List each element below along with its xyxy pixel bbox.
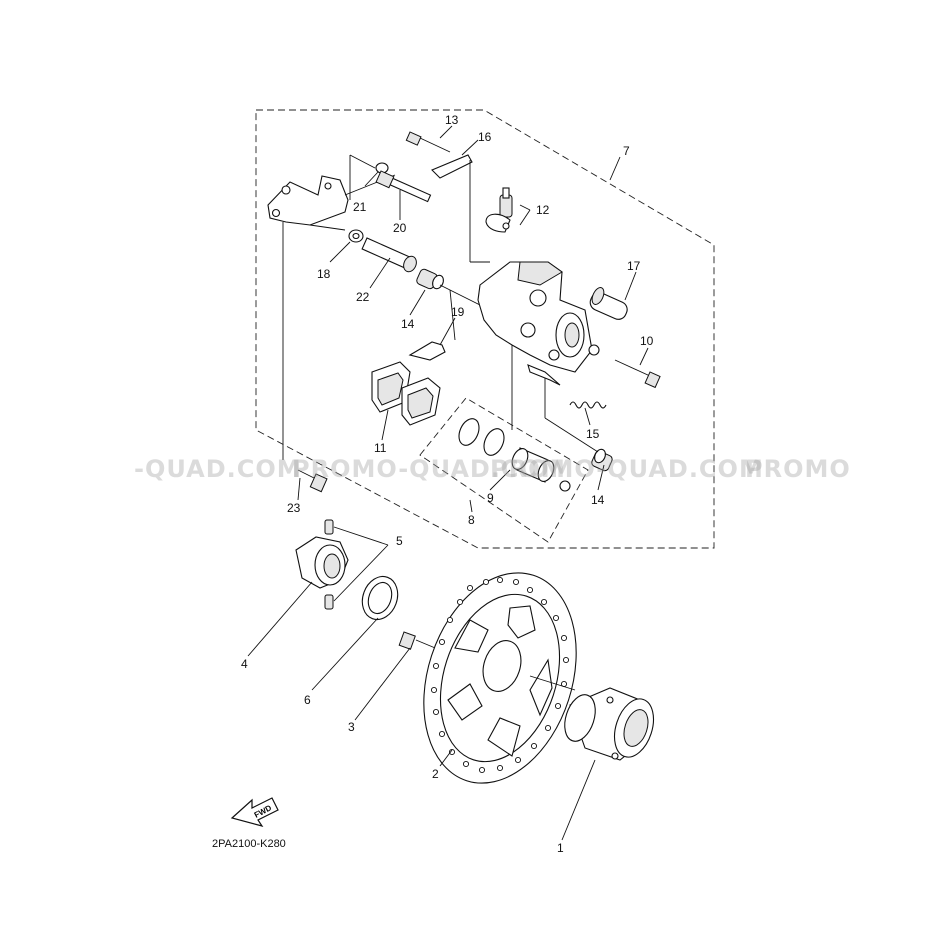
seal-kit-boundary xyxy=(419,397,589,543)
label-part-2: 2 xyxy=(432,767,439,781)
bleed-screw-12 xyxy=(485,187,513,233)
label-part-8: 8 xyxy=(468,513,475,527)
label-part-4: 4 xyxy=(241,657,248,671)
bolt-13 xyxy=(405,131,451,153)
watermark-segment: PROMO-QUAD.COM xyxy=(292,455,566,483)
label-part-7: 7 xyxy=(623,144,630,158)
label-part-15: 15 xyxy=(586,427,600,441)
label-part-22: 22 xyxy=(356,290,370,304)
label-part-9: 9 xyxy=(487,491,494,505)
label-part-3: 3 xyxy=(348,720,355,734)
brake-pads-11 xyxy=(371,361,441,426)
label-part-17: 17 xyxy=(627,259,641,273)
label-part-11: 11 xyxy=(374,441,387,455)
label-part-20: 20 xyxy=(393,221,407,235)
label-part-10: 10 xyxy=(640,334,654,348)
label-part-16: 16 xyxy=(478,130,492,144)
pad-spring-19 xyxy=(408,341,446,361)
fwd-arrow-icon xyxy=(230,797,279,827)
watermark-segment: -QUAD.COM xyxy=(134,455,302,483)
label-part-18: 18 xyxy=(317,267,331,281)
bolt-23 xyxy=(297,469,328,493)
label-part-14: 14 xyxy=(401,317,415,331)
assembly-boundary xyxy=(255,109,715,549)
label-part-6: 6 xyxy=(304,693,311,707)
watermark-segment: PROMO-QUAD.COM xyxy=(490,455,764,483)
hub-1 xyxy=(564,687,655,761)
brake-disc-2 xyxy=(423,572,577,784)
spring-15 xyxy=(569,401,607,409)
boot-14-upper xyxy=(416,268,444,290)
caliper-bracket xyxy=(267,175,349,226)
boot-14-lower xyxy=(511,345,613,472)
pin-20 xyxy=(375,170,432,203)
slide-pin-22 xyxy=(361,237,417,273)
seal-ring-6 xyxy=(361,575,399,621)
bolt-3 xyxy=(398,631,441,651)
piston-seals-9 xyxy=(458,418,571,492)
diagram-code: 2PA2100-K280 xyxy=(212,838,286,850)
nut-4 xyxy=(295,536,349,589)
bolt-10 xyxy=(588,344,661,389)
label-part-1: 1 xyxy=(557,841,564,855)
pin-17 xyxy=(589,287,628,320)
label-part-23: 23 xyxy=(287,501,301,515)
part-number-labels: 1 2 3 4 5 6 7 8 9 10 11 12 13 14 14 15 1… xyxy=(241,113,654,855)
watermark-segment: PROMO xyxy=(745,455,851,483)
label-part-21: 21 xyxy=(353,200,367,214)
label-part-13: 13 xyxy=(445,113,459,127)
label-part-12: 12 xyxy=(536,203,550,217)
clip-16 xyxy=(431,154,473,179)
label-part-14-lower: 14 xyxy=(591,493,605,507)
leader-lines xyxy=(247,125,649,841)
screws-5 xyxy=(324,519,389,610)
label-part-19: 19 xyxy=(451,305,465,319)
caliper-body xyxy=(477,261,593,386)
label-part-5: 5 xyxy=(396,534,403,548)
